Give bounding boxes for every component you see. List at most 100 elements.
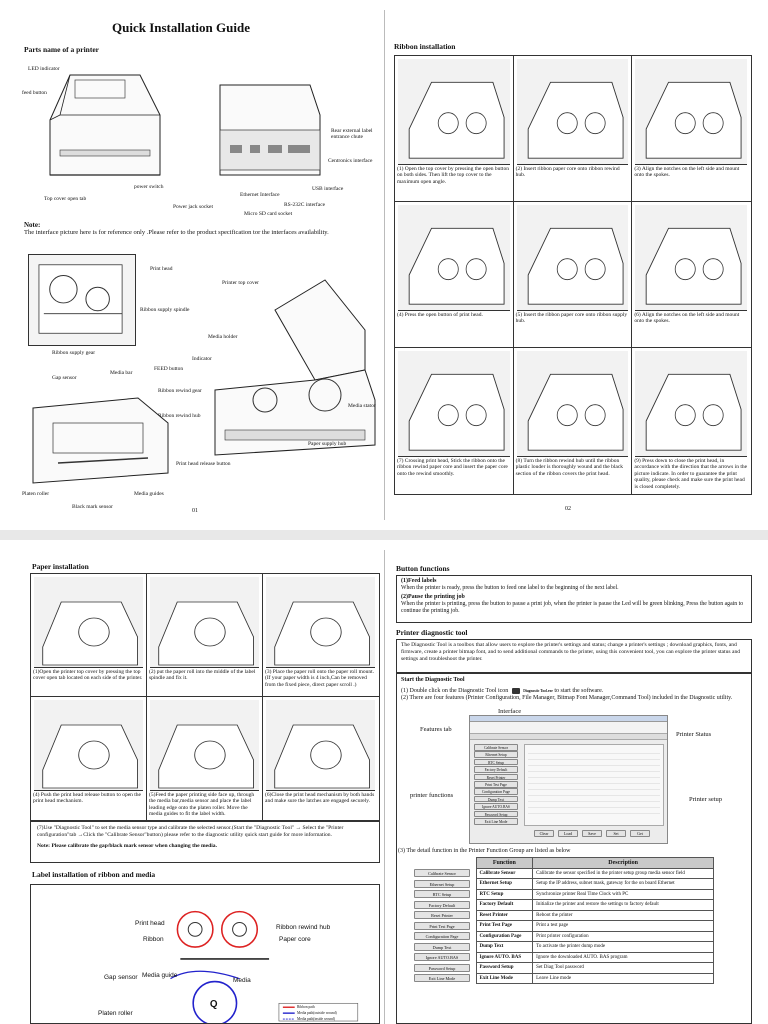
label-ethernet: Ethernet Interface (240, 192, 280, 198)
function-button[interactable]: Print Test Page (414, 921, 470, 930)
label-gap-sensor-2: Gap sensor (104, 974, 138, 981)
ribbon-step-caption: (5) Insert the ribbon paper core onto ri… (515, 312, 628, 325)
svg-text:Q: Q (210, 999, 218, 1010)
start-icon-label: Diagnostic Tool.exe (523, 689, 553, 693)
function-button[interactable]: Exit Line Mode (414, 974, 470, 983)
sidebar-button[interactable]: Password Setup (474, 810, 518, 818)
label-centronics: Centronics interface (328, 158, 373, 164)
page-divider-2 (384, 550, 385, 1024)
paper-step-caption: (5)Feed the paper printing side face up,… (149, 792, 255, 818)
label-print-head: Print head (150, 266, 173, 272)
function-button[interactable]: Password Setup (414, 963, 470, 972)
ribbon-step-illustration (635, 205, 747, 311)
manual-page-bottom: Paper installation (1)Open the printer t… (0, 540, 768, 1024)
function-button[interactable]: RTC Setup (414, 890, 470, 899)
paper-steps-grid: (1)Open the printer top cover by pressin… (30, 573, 380, 821)
function-name: Print Test Page (475, 920, 534, 932)
function-button[interactable]: Reset Printer (414, 911, 470, 920)
window-tabs[interactable] (470, 734, 667, 740)
paper-step-4: (4) Push the print head release button t… (31, 697, 147, 820)
start-step-1: (1) Double click on the Diagnostic Tool … (401, 687, 747, 695)
feed-title: (1)Feed labels (401, 578, 437, 584)
label-printer-top-cover: Printer top cover (222, 280, 259, 286)
function-name: RTC Setup (475, 888, 534, 900)
ribbon-step-illustration (516, 351, 629, 457)
ribbon-step-8: (8) Turn the ribbon rewind hub until the… (514, 348, 633, 494)
printer-setup-label: Printer setup (689, 796, 723, 803)
ribbon-step-illustration (635, 351, 747, 457)
function-description: Synchronize printer Real Time Clock with… (532, 888, 714, 900)
function-button[interactable]: Calibrate Sensor (414, 869, 470, 878)
label-rs232: RS-232C interface (284, 202, 326, 208)
note-text: The interface picture here is for refere… (24, 229, 329, 236)
function-description: Leave Line mode (532, 972, 714, 984)
paper-heading: Paper installation (32, 562, 89, 571)
paper-step-illustration (150, 577, 259, 668)
feed-text: When the printer is ready, press the but… (401, 585, 619, 591)
sidebar-button[interactable]: Ethernet Setup (474, 751, 518, 758)
sidebar-button[interactable]: Reset Printer (474, 773, 518, 781)
sidebar-button[interactable]: Print Test Page (474, 780, 518, 788)
paper-step-caption: (1)Open the printer top cover by pressin… (33, 669, 143, 682)
function-description: Setup the IP address, subnet mask, gatew… (532, 878, 714, 890)
function-name: Dump Text (475, 941, 534, 953)
window-toolbar (470, 722, 667, 734)
ribbon-step-caption: (2) Insert ribbon paper core onto ribbon… (515, 166, 620, 179)
ribbon-step-caption: (1) Open the top cover by pressing the o… (397, 166, 509, 185)
function-button[interactable]: Configuration Page (414, 932, 470, 941)
sidebar-button[interactable]: Configuration Page (474, 788, 518, 795)
function-description: Initialize the printer and restore the s… (532, 899, 714, 911)
ribbon-step-illustration (516, 205, 629, 311)
table-blank-header (414, 858, 476, 869)
function-button[interactable]: Dump Text (414, 942, 470, 951)
setup-button-set[interactable]: Set (606, 830, 626, 837)
ribbon-step-illustration (516, 59, 629, 165)
setup-button-clear[interactable]: Clear (534, 830, 554, 837)
label-rewind-gear: Ribbon rewind gear (158, 388, 202, 394)
label-ribbon: Ribbon (143, 936, 164, 943)
label-media-guide: Media guide (142, 972, 178, 979)
label-rewind-hub-2: Ribbon rewind hub (276, 924, 331, 931)
label-ribbon-gear: Ribbon supply gear (52, 350, 96, 356)
legend-ribbon-path: Ribbon path (297, 1005, 315, 1009)
sidebar-button[interactable]: RTC Setup (474, 758, 518, 766)
tool-heading: Printer diagnostic tool (396, 628, 468, 637)
ribbon-step-7: (7) Crossing print head, Stick the ribbo… (395, 348, 514, 494)
sidebar-button[interactable]: Factory Default (474, 766, 518, 773)
setup-panel (524, 744, 664, 826)
setup-button-save[interactable]: Save (582, 830, 602, 837)
sidebar-button[interactable]: Exit Line Mode (474, 817, 518, 825)
function-button[interactable]: Factory Default (414, 900, 470, 909)
ribbon-step-2: (2) Insert ribbon paper core onto ribbon… (513, 56, 633, 202)
media-path-drawing (28, 378, 173, 488)
table-header-function: Function (475, 857, 534, 869)
label-paper-core: Paper core (279, 936, 311, 943)
ribbon-step-caption: (9) Press down to close the print head, … (634, 458, 748, 490)
paper-step-1: (1)Open the printer top cover by pressin… (31, 574, 147, 697)
label-power-jack: Power jack socket (173, 204, 214, 210)
setup-button-load[interactable]: Load (558, 830, 578, 837)
label-black-mark: Black mark sensor (72, 504, 113, 510)
sidebar-button[interactable]: Ignore AUTO.BAS (474, 803, 518, 810)
ribbon-step-illustration (635, 59, 747, 165)
function-button[interactable]: Ethernet Setup (414, 879, 470, 888)
setup-button-get[interactable]: Get (630, 830, 650, 837)
sidebar-button[interactable]: Dump Text (474, 795, 518, 803)
function-button[interactable]: Ignore AUTO.BAS (414, 953, 470, 962)
paper-step-caption: (6)Close the print head mechanism by bot… (265, 792, 375, 805)
note-title: Note: (24, 221, 41, 229)
manual-page-top: Quick Installation Guide Parts name of a… (0, 0, 768, 530)
diag-note-box: (7)Use "Diagnostic Tool" to set the medi… (30, 821, 380, 863)
diag-note-bold: Note: Please calibrate the gap/black mar… (37, 842, 217, 849)
paper-step-illustration (266, 700, 375, 791)
sidebar-button[interactable]: Calibrate Sensor (474, 744, 518, 751)
diagnostic-tool-icon[interactable] (511, 687, 520, 694)
